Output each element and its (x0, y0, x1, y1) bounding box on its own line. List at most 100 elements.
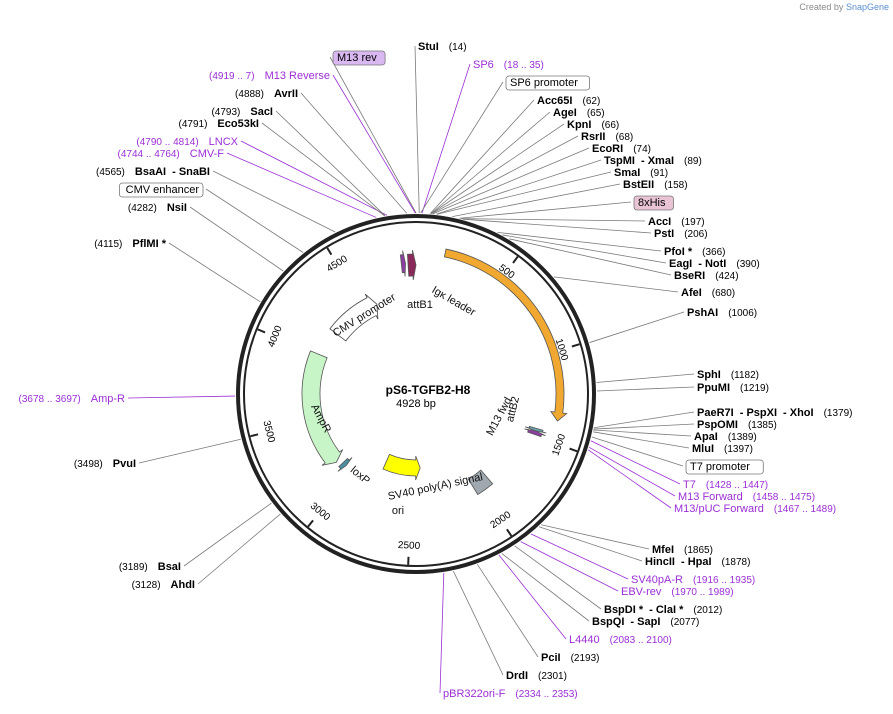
plasmid-backbone (236, 214, 596, 574)
feature-attb1 (399, 250, 406, 277)
enzyme-label: (4115)PflMI * (94, 238, 167, 250)
leader-line (429, 99, 535, 214)
leader-line (497, 231, 662, 252)
enzyme-label: MfeI(1865) (652, 544, 713, 556)
tick-mark (569, 447, 578, 453)
leader-line (590, 440, 681, 485)
leader-line (593, 411, 695, 429)
leader-line (138, 438, 241, 464)
tick-mark (571, 343, 580, 348)
leader-line (432, 147, 590, 215)
enzyme-label: PfoI *(366) (664, 246, 725, 258)
enzyme-label: EcoRI(74) (592, 143, 651, 155)
leader-line (439, 572, 445, 694)
feature-ampr (301, 350, 344, 466)
tick-label: 2500 (398, 540, 421, 552)
feature-label: CMV promoter (331, 291, 398, 339)
enzyme-label: EagI- NotI(390) (669, 258, 760, 270)
enzyme-label: PaeR7I- PspXI- XhoI(1379) (697, 407, 853, 419)
enzyme-label: BseRI(424) (674, 270, 739, 282)
leader-line (593, 429, 692, 437)
leader-line (452, 570, 504, 676)
snapgene-brand: SnapGene (845, 2, 889, 12)
enzyme-label: (4791)Eco53kI (179, 118, 260, 130)
primer-label: M13 Forward(1458 .. 1475) (678, 491, 815, 503)
leader-line (189, 206, 284, 272)
primer-label: SV40pA-R(1916 .. 1935) (631, 574, 755, 586)
leader-line (498, 554, 567, 640)
feature-box-label: SP6 promoter (510, 77, 578, 89)
credit-prefix: Created by (799, 2, 844, 12)
enzyme-label: RsrII(68) (581, 131, 633, 143)
primer-label: L4440(2083 .. 2100) (569, 634, 672, 646)
leader-line (520, 541, 619, 592)
enzyme-label: HincII- HpaI(1878) (645, 556, 750, 568)
leader-line (430, 111, 551, 214)
tick-mark (250, 433, 259, 438)
tick-label: 3000 (308, 501, 333, 524)
primer-label: pBR322ori-F(2334 .. 2353) (443, 688, 578, 700)
plasmid-name: pS6-TGFB2-H8 (386, 383, 471, 397)
primer-label: T7(1428 .. 1447) (683, 479, 768, 491)
leader-line (589, 311, 685, 343)
leader-line (541, 524, 650, 550)
enzyme-label: PciI(2193) (541, 652, 599, 664)
tick-mark (307, 519, 314, 528)
feature-ig-leader (407, 249, 417, 281)
enzyme-label: PpuMI(1219) (697, 382, 769, 394)
enzyme-label: SphI(1182) (697, 369, 759, 381)
leader-line (460, 218, 646, 222)
plasmid-length: 4928 bp (396, 398, 436, 410)
leader-line (436, 171, 612, 215)
leader-line (591, 436, 684, 467)
tick-label: 4500 (325, 253, 350, 274)
tick-mark (257, 328, 266, 334)
leader-line (300, 92, 408, 214)
tick-mark (326, 247, 333, 256)
feature-label: attB1 (407, 299, 433, 311)
enzyme-label: AfeI(680) (681, 287, 735, 299)
enzyme-label: PstI(206) (654, 228, 708, 240)
feature-box-label: T7 promoter (690, 461, 750, 473)
enzyme-label: BspQI- SapI(2077) (592, 616, 699, 628)
tick-mark (512, 255, 519, 264)
feature-box (685, 459, 764, 475)
enzyme-label: KpnI(66) (567, 119, 619, 131)
enzyme-label: (4793)SacI (211, 106, 273, 118)
feature-label: loxP (348, 464, 372, 487)
leader-line (421, 63, 471, 214)
enzyme-label: Acc65I(62) (537, 95, 600, 107)
enzyme-label: StuI(14) (418, 41, 467, 53)
leader-line (509, 238, 672, 276)
tick-mark (506, 528, 513, 537)
leader-line (593, 423, 695, 430)
leader-line (476, 564, 539, 658)
feature-box-label: CMV enhancer (126, 184, 200, 196)
snapgene-credit: Created by SnapGene (799, 2, 889, 12)
primer-label: EBV-rev(1970 .. 1989) (621, 586, 734, 598)
feature-label: Igκ leader (430, 284, 478, 319)
feature-box (332, 50, 386, 66)
leader-line (205, 188, 304, 253)
feature-cmv-promoter (329, 293, 379, 342)
leader-line (431, 135, 579, 215)
tick-label: 1500 (550, 432, 568, 457)
leader-line (502, 234, 667, 264)
tick-label: 2000 (489, 509, 514, 531)
feature-box (119, 182, 204, 198)
enzyme-label: AccI(197) (648, 216, 705, 228)
tick-label: 4000 (266, 324, 285, 349)
primer-label: (4790 .. 4814)LNCX (136, 136, 238, 148)
leader-line (240, 140, 388, 216)
leader-line (212, 170, 336, 233)
enzyme-label: (4565)BsaAI- SnaBI (96, 166, 210, 178)
leader-line (436, 159, 602, 215)
enzyme-label: PspOMI(1385) (697, 419, 777, 431)
feature-box-label: M13 rev (337, 52, 377, 64)
leader-line (329, 56, 417, 214)
enzyme-label: SmaI(91) (614, 167, 668, 179)
leader-line (514, 545, 602, 610)
enzyme-label: BspDI *- ClaI *(2012) (604, 604, 722, 616)
